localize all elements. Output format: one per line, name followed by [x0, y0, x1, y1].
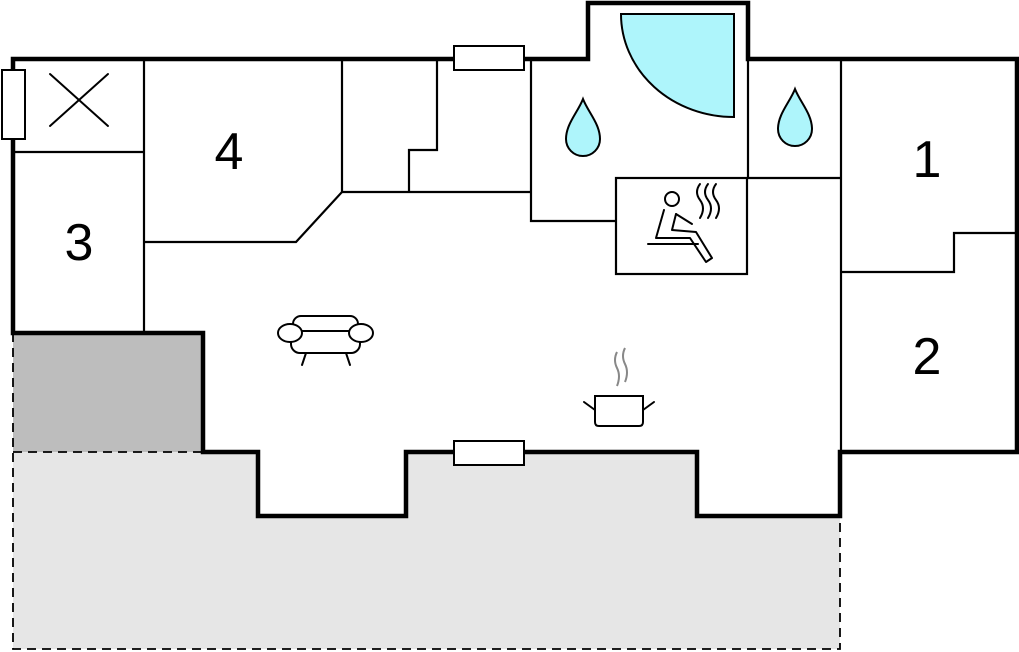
window-top	[453, 45, 525, 71]
window-bottom	[453, 440, 525, 466]
interior-wall	[407, 59, 439, 192]
covered-terrace-area	[13, 333, 203, 452]
interior-notch	[258, 452, 406, 515]
room-label-3: 3	[65, 214, 94, 272]
interior-notch	[697, 452, 840, 515]
water-drop-icon	[564, 96, 602, 157]
window-left	[1, 69, 26, 140]
room-label-4: 4	[215, 123, 244, 181]
sauna-icon	[647, 183, 720, 263]
sauna-room	[614, 176, 749, 276]
interior-wall	[529, 59, 616, 223]
exterior-wall	[10, 0, 1019, 519]
interior-wall	[144, 59, 344, 244]
sofa-icon	[277, 315, 374, 366]
terrace-outline	[12, 333, 841, 650]
interior-wall	[841, 231, 1017, 274]
room-label-1: 1	[913, 131, 942, 189]
shower-icon	[619, 13, 735, 119]
water-drop-icon	[776, 86, 814, 147]
room-label-2: 2	[913, 328, 942, 386]
crossed-box-icon	[49, 73, 109, 127]
cooking-pot-icon	[583, 347, 655, 427]
